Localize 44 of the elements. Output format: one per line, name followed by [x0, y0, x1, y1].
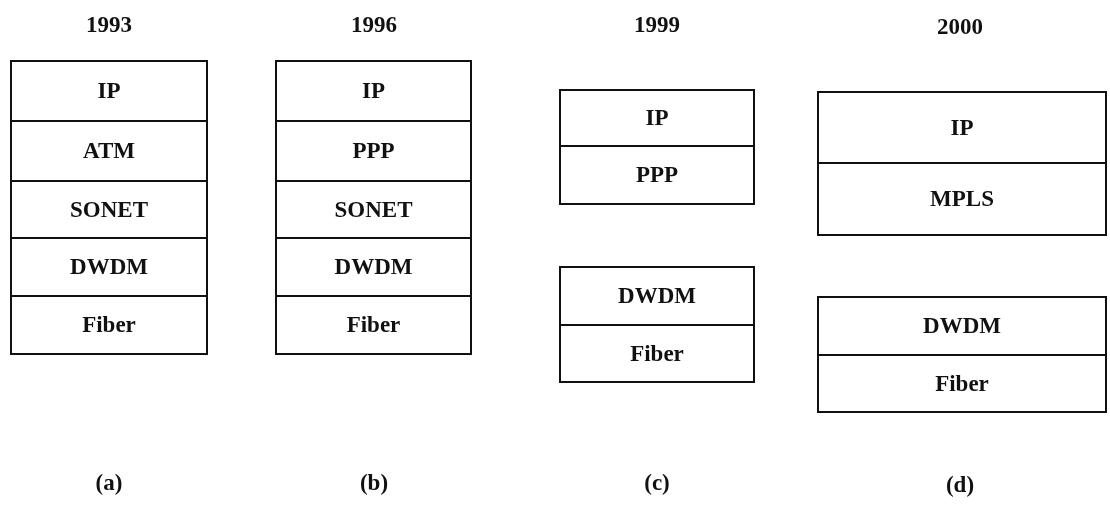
- layer-label: Fiber: [346, 312, 401, 338]
- panel-label: (a): [95, 470, 123, 496]
- layer-box: [559, 89, 755, 147]
- layer-label: ATM: [83, 138, 135, 164]
- layer-label: IP: [645, 105, 669, 131]
- layer-box: [10, 120, 208, 182]
- panel-label: (d): [945, 472, 975, 498]
- layer-label: DWDM: [70, 254, 148, 280]
- layer-label: PPP: [635, 162, 679, 188]
- layer-label: IP: [950, 114, 974, 141]
- layer-label: PPP: [352, 138, 395, 164]
- layer-box: [817, 162, 1107, 236]
- layer-box: [10, 237, 208, 297]
- layer-box: [10, 60, 208, 122]
- layer-label: SONET: [70, 196, 148, 223]
- layer-box: [10, 295, 208, 355]
- layer-box: [10, 180, 208, 239]
- layer-box: [817, 354, 1107, 413]
- layer-box: [817, 296, 1107, 356]
- layer-box: [275, 60, 472, 122]
- layer-label: Fiber: [82, 312, 136, 338]
- layer-box: [275, 295, 472, 355]
- layer-box: [275, 120, 472, 182]
- year-label: 1996: [351, 12, 397, 38]
- layer-box: [559, 145, 755, 205]
- panel-label: (b): [359, 470, 389, 496]
- layer-box: [817, 91, 1107, 164]
- layer-label: SONET: [334, 196, 413, 223]
- panel-label: (c): [644, 470, 670, 496]
- year-label: 1999: [634, 12, 680, 38]
- layer-box: [275, 180, 472, 239]
- layer-label: DWDM: [923, 313, 1001, 339]
- layer-label: IP: [97, 78, 121, 104]
- layer-label: IP: [362, 78, 385, 104]
- layer-label: DWDM: [334, 254, 413, 280]
- layer-label: Fiber: [935, 370, 989, 397]
- layer-label: Fiber: [630, 340, 684, 367]
- year-label: 1993: [86, 12, 132, 38]
- layer-box: [559, 324, 755, 383]
- layer-box: [559, 266, 755, 326]
- layer-label: MPLS: [930, 186, 994, 212]
- layer-box: [275, 237, 472, 297]
- year-label: 2000: [937, 14, 983, 40]
- layer-label: DWDM: [618, 283, 696, 309]
